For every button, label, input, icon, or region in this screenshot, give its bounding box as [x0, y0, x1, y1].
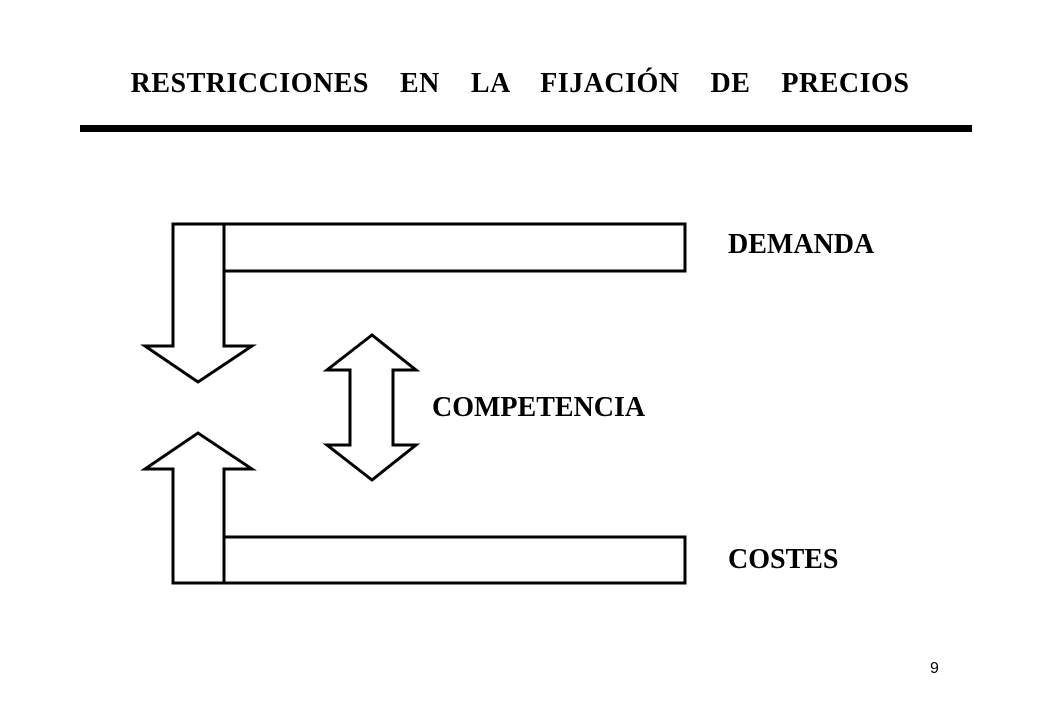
costs-label: COSTES [728, 544, 839, 575]
page-number: 9 [930, 660, 939, 677]
competition-label: COMPETENCIA [432, 392, 646, 423]
title-underline [80, 125, 972, 132]
up-arrow-icon [140, 431, 257, 585]
slide-title: RESTRICCIONES EN LA FIJACIÓN DE PRECIOS [130, 68, 910, 99]
demand-label: DEMANDA [728, 229, 875, 260]
down-arrow-icon [140, 222, 257, 384]
costs-bar [222, 535, 687, 585]
demand-bar [222, 222, 687, 273]
double-arrow-icon [322, 333, 421, 482]
